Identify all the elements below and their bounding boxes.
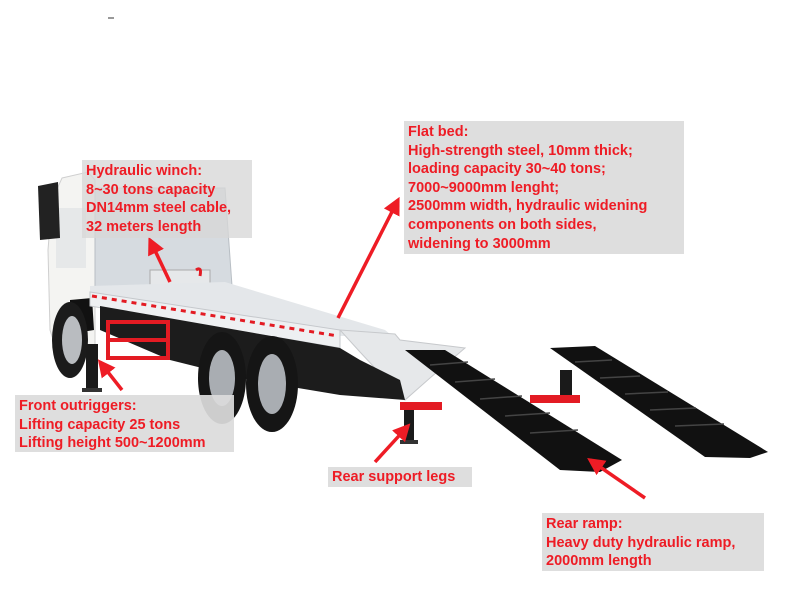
arrow-flat-bed bbox=[336, 196, 400, 319]
arrow-rear-legs bbox=[373, 423, 411, 464]
flat-bed-line: High-strength steel, 10mm thick; bbox=[408, 142, 633, 159]
ramp-line: 2000mm length bbox=[546, 553, 652, 570]
rear-support-legs-label: Rear support legs bbox=[328, 467, 472, 487]
flat-bed-deck bbox=[90, 282, 395, 338]
ramp-title: Rear ramp: bbox=[546, 516, 623, 532]
ramp-line: Heavy duty hydraulic ramp, bbox=[546, 534, 736, 551]
rear-legs-title: Rear support legs bbox=[332, 469, 456, 485]
rear-wheel-2 bbox=[246, 336, 298, 432]
flat-bed-line: 2500mm width, hydraulic widening bbox=[408, 198, 648, 215]
reflective-stripe bbox=[91, 294, 339, 338]
winch-title: Hydraulic winch: bbox=[86, 163, 203, 179]
winch-hook bbox=[195, 267, 202, 277]
front-wheel bbox=[52, 302, 88, 378]
winch-line: 8~30 tons capacity bbox=[86, 181, 216, 198]
outriggers-line: Lifting capacity 25 tons bbox=[19, 416, 181, 433]
rear-ramp-left bbox=[405, 350, 622, 472]
arrow-rear-ramp bbox=[587, 458, 646, 500]
arrow-winch bbox=[148, 236, 172, 283]
hydraulic-winch-label: Hydraulic winch: 8~30 tons capacity DN14… bbox=[82, 160, 252, 238]
rear-ramp-label: Rear ramp: Heavy duty hydraulic ramp, 20… bbox=[542, 513, 764, 571]
winch-line: 32 meters length bbox=[86, 218, 202, 235]
side-guard bbox=[106, 320, 170, 360]
flat-bed-label: Flat bed: High-strength steel, 10mm thic… bbox=[404, 121, 684, 254]
outriggers-line: Lifting height 500~1200mm bbox=[19, 435, 206, 452]
flat-bed-line: components on both sides, bbox=[408, 216, 597, 233]
flat-bed-title: Flat bed: bbox=[408, 124, 469, 140]
stray-mark bbox=[108, 17, 114, 19]
outriggers-title: Front outriggers: bbox=[19, 398, 137, 414]
front-outrigger-leg bbox=[86, 344, 98, 390]
front-outriggers-label: Front outriggers: Lifting capacity 25 to… bbox=[15, 395, 234, 452]
flat-bed-line: widening to 3000mm bbox=[408, 235, 551, 252]
winch-line: DN14mm steel cable, bbox=[86, 200, 232, 217]
side-mirror bbox=[38, 182, 60, 240]
arrow-outriggers bbox=[97, 359, 124, 392]
flat-bed-line: 7000~9000mm lenght; bbox=[408, 179, 560, 196]
flat-bed-line: loading capacity 30~40 tons; bbox=[408, 161, 606, 178]
rear-ramp-right bbox=[550, 346, 768, 458]
